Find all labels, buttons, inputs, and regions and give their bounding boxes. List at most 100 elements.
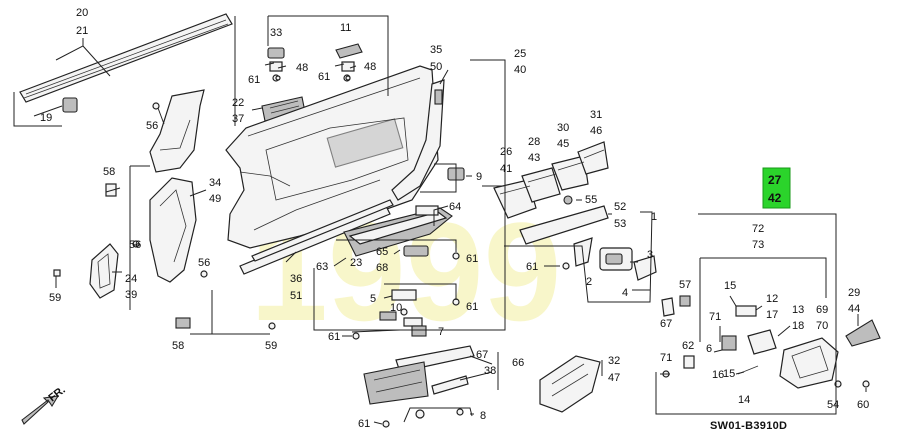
part-number-l10[interactable]: 10 bbox=[390, 302, 402, 314]
part-number-l68[interactable]: 68 bbox=[376, 262, 388, 274]
part-number-l71a[interactable]: 71 bbox=[709, 311, 721, 323]
highlight-top-label: 27 bbox=[768, 173, 782, 187]
part-number-l8[interactable]: 8 bbox=[480, 410, 486, 422]
part-number-l69[interactable]: 69 bbox=[816, 304, 828, 316]
part-number-l35[interactable]: 35 bbox=[430, 44, 442, 56]
part-number-l61d[interactable]: 61 bbox=[466, 301, 478, 313]
part-number-l60[interactable]: 60 bbox=[857, 399, 869, 411]
part-number-l61f[interactable]: 61 bbox=[526, 261, 538, 273]
part-number-l73[interactable]: 73 bbox=[752, 239, 764, 251]
part-number-l55[interactable]: 55 bbox=[585, 194, 597, 206]
part-number-l64[interactable]: 64 bbox=[449, 201, 461, 213]
part-number-l32[interactable]: 32 bbox=[608, 355, 620, 367]
part-number-l3[interactable]: 3 bbox=[647, 249, 653, 261]
part-number-l61c[interactable]: 61 bbox=[466, 253, 478, 265]
part-number-l61a[interactable]: 61 bbox=[248, 74, 260, 86]
part-number-l25[interactable]: 25 bbox=[514, 48, 526, 60]
part-vertical-trim bbox=[391, 79, 445, 201]
part-pad-29 bbox=[845, 319, 881, 347]
part-number-l53[interactable]: 53 bbox=[614, 218, 626, 230]
part-labels: 20 21 19 33 48 61 11 48 61 22 37 35 50 2… bbox=[40, 7, 869, 430]
part-number-l12[interactable]: 12 bbox=[766, 293, 778, 305]
part-number-l2[interactable]: 2 bbox=[586, 276, 592, 288]
part-clip-11 bbox=[335, 43, 363, 82]
part-number-l59b[interactable]: 59 bbox=[265, 340, 277, 352]
part-number-l59a[interactable]: 59 bbox=[49, 292, 61, 304]
part-number-l58a[interactable]: 58 bbox=[103, 166, 115, 178]
part-number-l54[interactable]: 54 bbox=[827, 399, 839, 411]
part-window-moulding bbox=[19, 13, 233, 113]
part-number-l28[interactable]: 28 bbox=[528, 136, 540, 148]
part-number-l1[interactable]: 1 bbox=[651, 211, 657, 223]
part-number-l47[interactable]: 47 bbox=[608, 372, 620, 384]
part-number-l17[interactable]: 17 bbox=[766, 309, 778, 321]
part-number-l67b[interactable]: 67 bbox=[476, 349, 488, 361]
part-number-l4[interactable]: 4 bbox=[622, 287, 628, 299]
part-number-l63[interactable]: 63 bbox=[316, 261, 328, 273]
part-number-l72[interactable]: 72 bbox=[752, 223, 764, 235]
part-inner-panel bbox=[149, 177, 197, 283]
part-number-l6[interactable]: 6 bbox=[706, 343, 712, 355]
part-number-l9[interactable]: 9 bbox=[476, 171, 482, 183]
part-number-l20[interactable]: 20 bbox=[76, 7, 88, 19]
part-number-l58b[interactable]: 58 bbox=[172, 340, 184, 352]
part-number-l15b[interactable]: 15 bbox=[723, 368, 735, 380]
part-number-l21[interactable]: 21 bbox=[76, 25, 88, 37]
part-number-l52[interactable]: 52 bbox=[614, 201, 626, 213]
part-number-l56c[interactable]: 56 bbox=[198, 257, 210, 269]
part-number-l46[interactable]: 46 bbox=[590, 125, 602, 137]
part-number-l18[interactable]: 18 bbox=[792, 320, 804, 332]
part-number-l16[interactable]: 16 bbox=[712, 369, 724, 381]
part-number-l29[interactable]: 29 bbox=[848, 287, 860, 299]
part-number-l40[interactable]: 40 bbox=[514, 64, 526, 76]
part-number-l51[interactable]: 51 bbox=[290, 290, 302, 302]
part-pad-64 bbox=[415, 205, 439, 216]
part-number-l65[interactable]: 65 bbox=[376, 246, 388, 258]
highlight-part-27-42[interactable]: 27 42 bbox=[762, 167, 791, 209]
diagram-code: SW01-B3910D bbox=[710, 420, 787, 432]
part-number-l23[interactable]: 23 bbox=[350, 257, 362, 269]
part-number-l45[interactable]: 45 bbox=[557, 138, 569, 150]
part-number-l33[interactable]: 33 bbox=[270, 27, 282, 39]
part-number-l56b[interactable]: 56 bbox=[129, 239, 141, 251]
part-number-l14[interactable]: 14 bbox=[738, 394, 750, 406]
part-number-l30[interactable]: 30 bbox=[557, 122, 569, 134]
part-number-l61b[interactable]: 61 bbox=[318, 71, 330, 83]
part-number-l49[interactable]: 49 bbox=[209, 193, 221, 205]
part-number-l48b[interactable]: 48 bbox=[364, 61, 376, 73]
part-number-l26[interactable]: 26 bbox=[500, 146, 512, 158]
part-number-l11[interactable]: 11 bbox=[340, 22, 351, 34]
part-number-l5[interactable]: 5 bbox=[370, 293, 376, 305]
part-switch-cover bbox=[261, 96, 306, 122]
part-number-l48a[interactable]: 48 bbox=[296, 62, 308, 74]
part-number-l31[interactable]: 31 bbox=[590, 109, 602, 121]
part-number-l71b[interactable]: 71 bbox=[660, 352, 672, 364]
part-bracket-8 bbox=[403, 407, 473, 423]
part-number-l56a[interactable]: 56 bbox=[146, 120, 158, 132]
part-number-l37[interactable]: 37 bbox=[232, 113, 244, 125]
part-number-l38[interactable]: 38 bbox=[484, 365, 496, 377]
part-clip-33 bbox=[267, 47, 285, 82]
part-number-l7[interactable]: 7 bbox=[438, 326, 444, 338]
part-number-l62[interactable]: 62 bbox=[682, 340, 694, 352]
part-number-l13[interactable]: 13 bbox=[792, 304, 804, 316]
part-number-l41[interactable]: 41 bbox=[500, 163, 512, 175]
part-number-l39[interactable]: 39 bbox=[125, 289, 137, 301]
part-number-l66[interactable]: 66 bbox=[512, 357, 524, 369]
part-number-l24[interactable]: 24 bbox=[125, 273, 137, 285]
part-number-l61e[interactable]: 61 bbox=[328, 331, 340, 343]
part-number-l57[interactable]: 57 bbox=[679, 279, 691, 291]
part-number-l34[interactable]: 34 bbox=[209, 177, 221, 189]
part-number-l43[interactable]: 43 bbox=[528, 152, 540, 164]
part-number-l67a[interactable]: 67 bbox=[660, 318, 672, 330]
part-clip-55 bbox=[563, 195, 573, 205]
part-number-l44[interactable]: 44 bbox=[848, 303, 860, 315]
part-number-l19[interactable]: 19 bbox=[40, 112, 52, 124]
part-number-l36[interactable]: 36 bbox=[290, 273, 302, 285]
part-number-l50[interactable]: 50 bbox=[430, 61, 442, 73]
part-number-l61g[interactable]: 61 bbox=[358, 418, 370, 430]
part-number-l70[interactable]: 70 bbox=[816, 320, 828, 332]
part-number-l15a[interactable]: 15 bbox=[724, 280, 736, 292]
part-number-l22[interactable]: 22 bbox=[232, 97, 244, 109]
